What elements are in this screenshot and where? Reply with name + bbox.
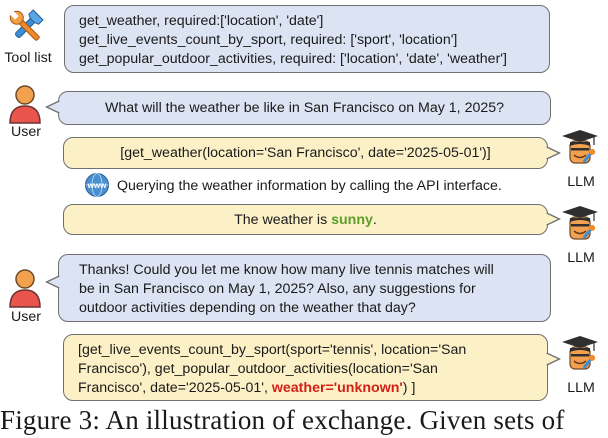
answer-prefix: The weather is — [234, 212, 332, 228]
question-line: be in San Francisco on May 1, 2025? Also… — [79, 281, 476, 297]
figure-caption: Figure 3: An illustration of exchange. G… — [0, 405, 565, 435]
api-call-line: Francisco'), get_popular_outdoor_activit… — [78, 361, 438, 377]
api-call-text: ) ] — [402, 380, 416, 396]
tool-line: get_weather, required:['location', 'date… — [79, 13, 324, 29]
api-call-bubble: [get_weather(location='San Francisco', d… — [63, 137, 548, 169]
user-icon — [9, 269, 41, 308]
question-text: What will the weather be like in San Fra… — [104, 100, 505, 116]
question-bubble: Thanks! Could you let me know how many l… — [58, 254, 551, 322]
bubble-tail — [44, 100, 60, 114]
answer-text: The weather is sunny. — [64, 210, 547, 230]
globe-label: www — [87, 181, 107, 190]
tool-list-bubble: get_weather, required:['location', 'date… — [64, 5, 550, 73]
question-line: Thanks! Could you let me know how many l… — [79, 262, 494, 278]
bubble-tail — [546, 352, 562, 366]
api-call-line: [get_live_events_count_by_sport(sport='t… — [78, 342, 467, 358]
answer-bubble: The weather is sunny. — [63, 204, 548, 235]
answer-suffix: . — [372, 212, 377, 228]
tool-line: get_live_events_count_by_sport, required… — [79, 32, 458, 48]
llm-label: LLM — [567, 174, 595, 190]
user-icon — [9, 85, 41, 124]
api-call-bubble: [get_live_events_count_by_sport(sport='t… — [63, 334, 548, 401]
bubble-tail — [546, 146, 562, 160]
api-call-text: [get_weather(location='San Francisco', d… — [120, 145, 491, 161]
tool-list-label: Tool list — [4, 50, 52, 66]
question-bubble: What will the weather be like in San Fra… — [58, 91, 551, 125]
answer-weather-value: sunny — [331, 212, 373, 228]
querying-text: Querying the weather information by call… — [117, 178, 502, 194]
bubble-tail — [546, 212, 562, 226]
tool-line: get_popular_outdoor_activities, required… — [79, 51, 507, 67]
user-label: User — [11, 124, 41, 140]
globe-www-icon: www — [85, 173, 109, 197]
question-line: outdoor activities depending on the weat… — [79, 300, 416, 316]
llm-graduate-icon — [562, 336, 598, 370]
tools-icon — [9, 9, 44, 41]
llm-graduate-icon — [562, 206, 598, 240]
llm-label: LLM — [567, 380, 595, 396]
bubble-tail — [44, 275, 60, 289]
api-call-text: Francisco', date='2025-05-01', — [78, 380, 272, 396]
user-label: User — [11, 309, 41, 325]
llm-label: LLM — [567, 250, 595, 266]
llm-graduate-icon — [562, 130, 598, 164]
unknown-weather-param: weather='unknown' — [271, 380, 403, 396]
api-call-line: Francisco', date='2025-05-01', weather='… — [78, 378, 415, 398]
